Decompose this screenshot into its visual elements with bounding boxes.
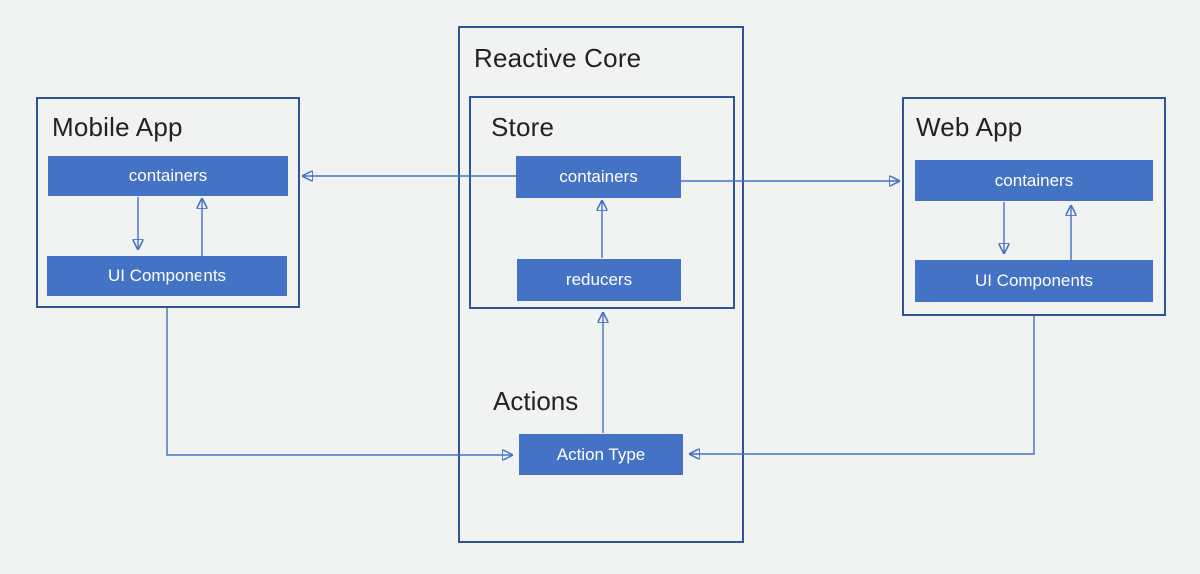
mobile-app-title: Mobile App — [52, 112, 183, 142]
action-type-node: Action Type — [519, 434, 683, 475]
mobile-ui-components-node: UI Components — [47, 256, 287, 296]
web-app-group: Web App — [902, 97, 1166, 316]
mobile-containers-node: containers — [48, 156, 288, 196]
reactive-core-title: Reactive Core — [474, 43, 642, 73]
store-group: Store — [469, 96, 735, 309]
store-containers-node: containers — [516, 156, 681, 198]
actions-title: Actions — [493, 386, 579, 416]
reactive-core-group: Reactive Core — [458, 26, 744, 543]
store-title: Store — [491, 112, 555, 142]
mobile-app-group: Mobile App — [36, 97, 300, 308]
web-ui-components-node: UI Components — [915, 260, 1153, 302]
web-containers-node: containers — [915, 160, 1153, 201]
store-reducers-node: reducers — [517, 259, 681, 301]
web-app-title: Web App — [916, 112, 1023, 142]
